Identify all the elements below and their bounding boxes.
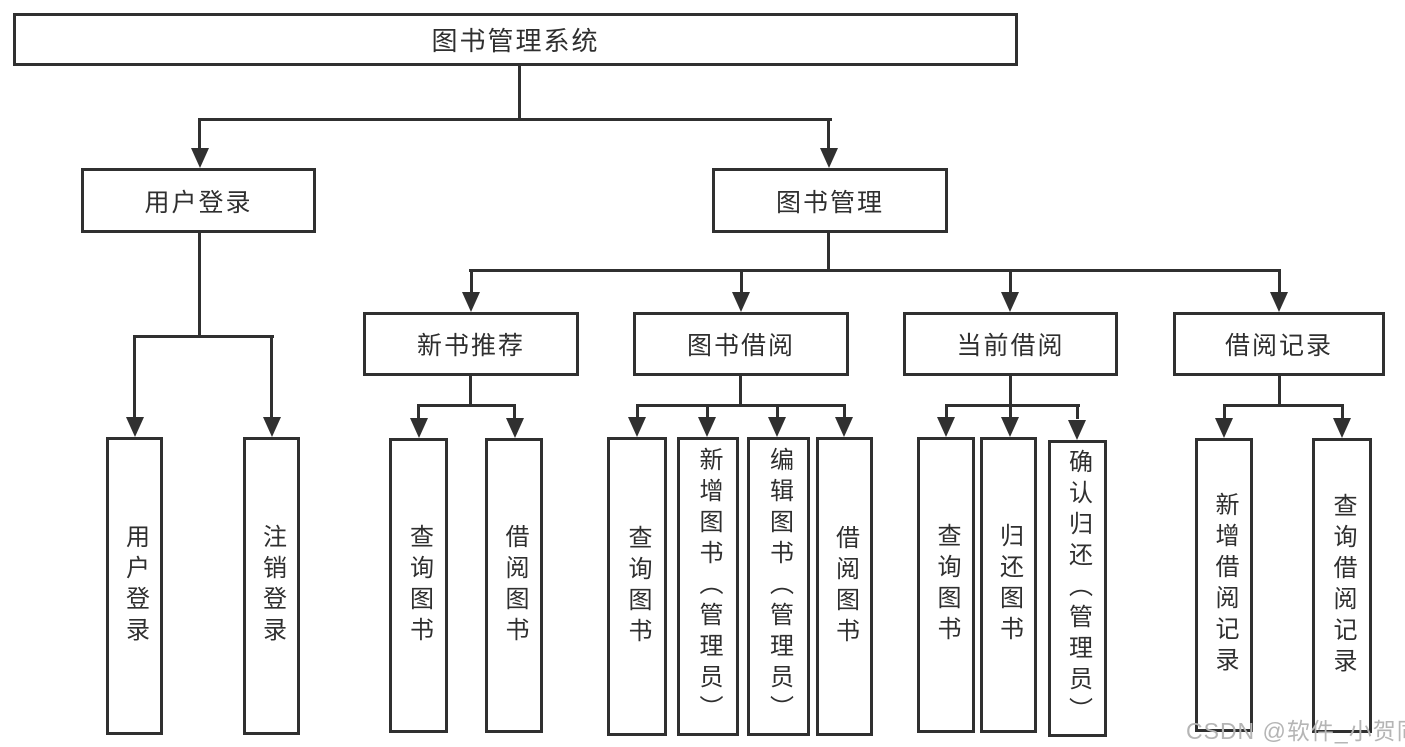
leaf-return-book: 归还图书	[980, 437, 1037, 733]
connector-line	[417, 404, 420, 418]
connector-line	[1223, 404, 1344, 407]
connector-line	[198, 233, 201, 338]
leaf-add-borrow-record: 新增借阅记录	[1195, 438, 1253, 732]
arrow-down-icon	[1215, 418, 1233, 438]
connector-line	[1009, 376, 1012, 406]
leaf-confirm-return-admin: 确认归还（管理员）	[1048, 440, 1107, 737]
arrow-down-icon	[1001, 292, 1019, 312]
connector-line	[198, 118, 201, 150]
arrow-down-icon	[698, 417, 716, 437]
connector-line	[1278, 269, 1281, 292]
leaf-add-book-admin: 新增图书（管理员）	[677, 437, 739, 736]
connector-line	[469, 376, 472, 407]
connector-line	[1009, 404, 1012, 417]
node-new-book-recommend: 新书推荐	[363, 312, 579, 376]
connector-line	[827, 118, 830, 150]
leaf-edit-book-admin: 编辑图书（管理员）	[747, 437, 810, 736]
leaf-query-borrow-record: 查询借阅记录	[1312, 438, 1372, 733]
node-current-borrow: 当前借阅	[903, 312, 1118, 376]
connector-line	[740, 269, 743, 292]
connector-line	[1223, 404, 1226, 418]
arrow-down-icon	[191, 148, 209, 168]
leaf-query-book-borrow: 查询图书	[607, 437, 667, 736]
connector-line	[198, 118, 832, 121]
node-book-management: 图书管理	[712, 168, 948, 233]
connector-line	[1076, 404, 1079, 419]
arrow-down-icon	[1001, 417, 1019, 437]
connector-line	[1341, 404, 1344, 418]
connector-line	[513, 404, 516, 418]
arrow-down-icon	[506, 418, 524, 438]
connector-line	[469, 269, 1281, 272]
arrow-down-icon	[820, 148, 838, 168]
connector-line	[827, 233, 830, 272]
leaf-logout: 注销登录	[243, 437, 300, 735]
arrow-down-icon	[732, 292, 750, 312]
arrow-down-icon	[410, 418, 428, 438]
connector-line	[945, 404, 1080, 407]
connector-line	[133, 335, 274, 338]
connector-line	[706, 404, 709, 417]
connector-line	[843, 404, 846, 417]
connector-line	[270, 335, 273, 417]
csdn-watermark: CSDN @软件_小贺同学	[1186, 718, 1405, 744]
leaf-user-login: 用户登录	[106, 437, 163, 735]
arrow-down-icon	[126, 417, 144, 437]
connector-line	[776, 404, 779, 417]
leaf-borrow-book-newbook: 借阅图书	[485, 438, 543, 733]
arrow-down-icon	[1068, 420, 1086, 440]
arrow-down-icon	[1270, 292, 1288, 312]
arrow-down-icon	[768, 417, 786, 437]
arrow-down-icon	[462, 292, 480, 312]
connector-line	[739, 376, 742, 406]
node-user-login: 用户登录	[81, 168, 316, 233]
leaf-query-book-current: 查询图书	[917, 437, 975, 733]
arrow-down-icon	[835, 417, 853, 437]
node-book-borrow: 图书借阅	[633, 312, 849, 376]
connector-line	[636, 404, 639, 417]
node-borrow-record: 借阅记录	[1173, 312, 1385, 376]
connector-line	[470, 269, 473, 292]
node-root: 图书管理系统	[13, 13, 1018, 66]
connector-line	[636, 404, 845, 407]
arrow-down-icon	[1333, 418, 1351, 438]
arrow-down-icon	[937, 417, 955, 437]
leaf-query-book-newbook: 查询图书	[389, 438, 448, 733]
arrow-down-icon	[628, 417, 646, 437]
connector-line	[1278, 376, 1281, 406]
connector-line	[133, 335, 136, 417]
connector-line	[945, 404, 948, 417]
connector-line	[1009, 269, 1012, 292]
leaf-borrow-book: 借阅图书	[816, 437, 873, 736]
connector-line	[518, 66, 521, 120]
connector-line	[417, 404, 516, 407]
arrow-down-icon	[263, 417, 281, 437]
